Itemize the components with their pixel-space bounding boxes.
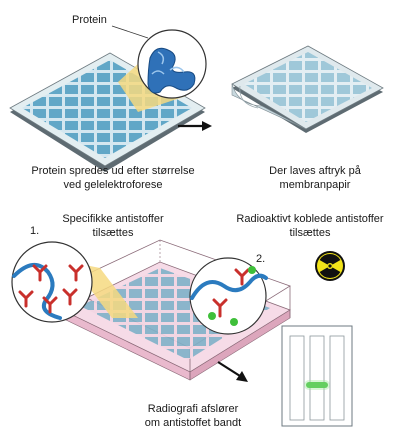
step-result-caption: Radiografi afslører om antistoffet bandt xyxy=(144,403,242,429)
step-specific-caption: Specifikke antistoffer tilsættes xyxy=(62,213,164,239)
arrow-right-icon xyxy=(178,121,212,131)
protein-label: Protein xyxy=(72,14,107,26)
protein-structure-icon xyxy=(137,29,207,99)
step-radio-caption: Radioaktivt koblede antistoffer tilsætte… xyxy=(236,213,384,239)
step-gel-caption: Protein spredes ud efter størrelse ved g… xyxy=(31,165,195,191)
radiograph-film xyxy=(281,325,353,427)
step-blot-caption: Der laves aftryk på membranpapir xyxy=(269,165,361,191)
membrane-blot xyxy=(231,45,384,133)
step-number-2: 2. xyxy=(256,253,266,265)
specific-antibody-circle xyxy=(11,241,93,323)
arrow-down-right-icon xyxy=(217,361,248,382)
radiation-icon xyxy=(315,251,345,281)
radio-antibody-circle xyxy=(189,257,268,335)
radiograph-band xyxy=(306,382,328,388)
protein-leader-line xyxy=(111,25,149,39)
step-number-1: 1. xyxy=(30,225,40,237)
